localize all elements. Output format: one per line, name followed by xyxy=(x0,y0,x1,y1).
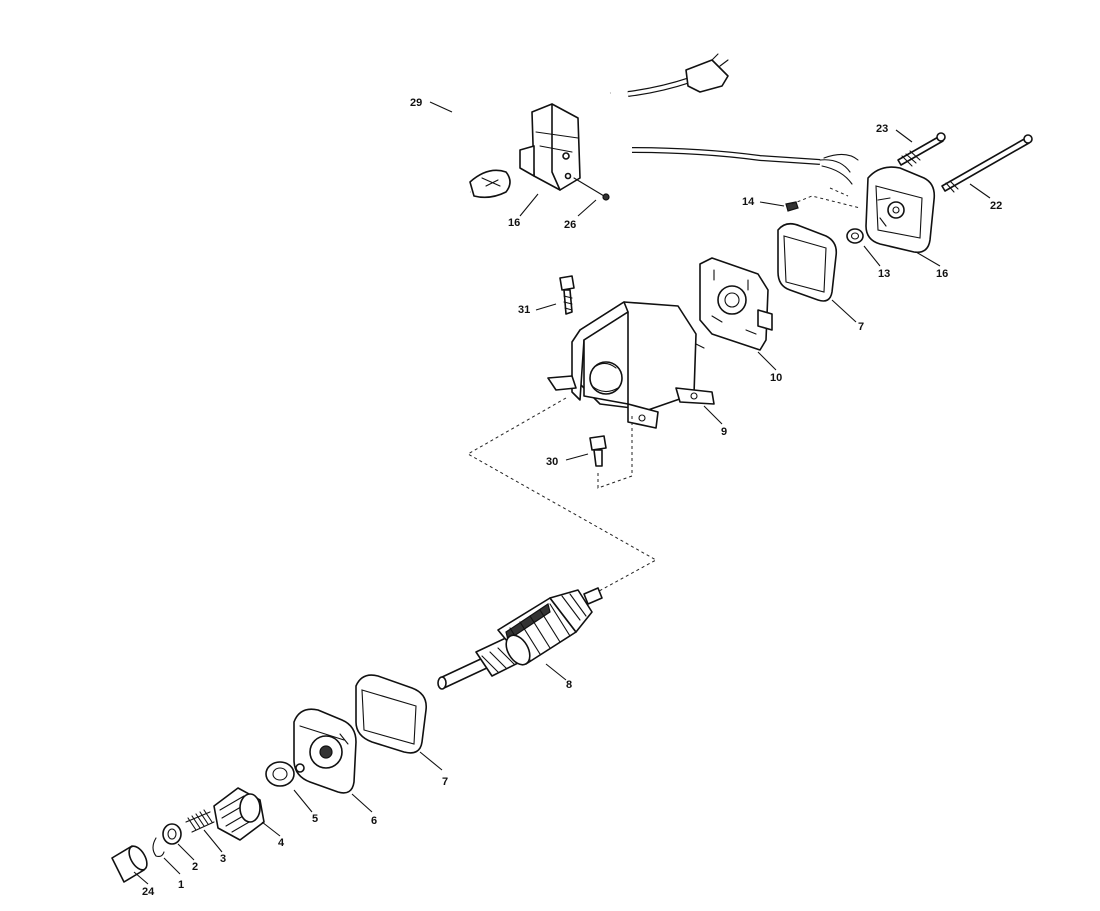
switch-box xyxy=(519,103,581,191)
callout-9: 9 xyxy=(721,426,727,438)
drive-pinion-4 xyxy=(213,787,265,841)
callout-6: 6 xyxy=(371,815,377,827)
callout-2: 2 xyxy=(192,861,198,873)
brush-plate-10 xyxy=(699,257,773,351)
through-bolt-23 xyxy=(897,132,946,167)
callout-26: 26 xyxy=(564,219,576,231)
screw-30 xyxy=(589,435,607,467)
callout-31: 31 xyxy=(518,304,530,316)
spacer-5 xyxy=(265,761,305,787)
cap-24 xyxy=(111,845,148,883)
callout-1: 1 xyxy=(178,879,184,891)
washer-13 xyxy=(846,228,864,244)
callout-23: 23 xyxy=(876,123,888,135)
end-cap xyxy=(865,166,936,254)
motor-frame-9 xyxy=(547,301,715,429)
callout-14: 14 xyxy=(742,196,755,208)
callout-30: 30 xyxy=(546,456,558,468)
callout-29: 29 xyxy=(410,97,422,109)
callout-13: 13 xyxy=(878,268,890,280)
callout-16: 16 xyxy=(936,268,948,280)
drive-end-plate-6 xyxy=(293,708,357,794)
snap-ring-1 xyxy=(152,837,165,858)
callout-4: 4 xyxy=(278,837,285,849)
callout-16: 16 xyxy=(508,217,520,229)
armature-8 xyxy=(437,587,603,690)
gasket-7-lower xyxy=(355,674,428,754)
callout-7: 7 xyxy=(442,776,448,788)
callout-8: 8 xyxy=(566,679,572,691)
screw-14 xyxy=(785,201,799,212)
spring-3 xyxy=(185,809,215,833)
callout-3: 3 xyxy=(220,853,226,865)
callout-22: 22 xyxy=(990,200,1002,212)
callout-10: 10 xyxy=(770,372,782,384)
screw-26 xyxy=(573,177,610,201)
leader-lines xyxy=(133,101,991,885)
retainer-2 xyxy=(162,823,182,845)
callouts: 29 16 26 23 14 22 13 16 31 7 10 9 30 8 7… xyxy=(142,97,1002,898)
through-bolt-22 xyxy=(941,134,1033,193)
power-cord xyxy=(428,53,859,199)
screw-31 xyxy=(559,275,575,315)
callout-5: 5 xyxy=(312,813,318,825)
gasket-7-upper xyxy=(777,222,838,302)
alignment-lines xyxy=(466,187,861,597)
callout-7: 7 xyxy=(858,321,864,333)
callout-24: 24 xyxy=(142,886,155,898)
